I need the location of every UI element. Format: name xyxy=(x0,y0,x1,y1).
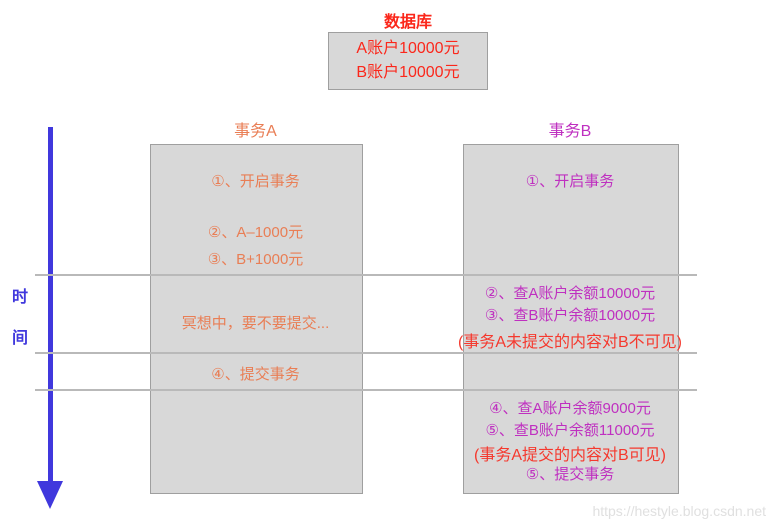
transaction-b-step-3: ③、查B账户余额10000元 xyxy=(484,307,656,324)
database-box: A账户10000元 B账户10000元 xyxy=(328,32,488,90)
transaction-a-step-1: ①、开启事务 xyxy=(211,173,300,190)
time-label-char-bottom: 间 xyxy=(11,330,28,347)
transaction-a-header: 事务A xyxy=(234,123,277,140)
transaction-b-step-4: ④、查A账户余额9000元 xyxy=(489,400,651,417)
transaction-b-note-invisible: (事务A未提交的内容对B不可见) xyxy=(457,334,682,351)
separator-line-3 xyxy=(35,389,697,391)
timeline-arrowhead-icon xyxy=(37,481,63,509)
separator-line-1 xyxy=(35,274,697,276)
transaction-a-step-4: ④、提交事务 xyxy=(211,366,300,383)
separator-line-2 xyxy=(35,352,697,354)
transaction-b-step-1: ①、开启事务 xyxy=(525,173,615,190)
transaction-a-step-3: ③、B+1000元 xyxy=(207,251,304,268)
database-title: 数据库 xyxy=(383,14,432,31)
transaction-b-step-2: ②、查A账户余额10000元 xyxy=(484,285,656,302)
transaction-a-thinking-note: 冥想中，要不要提交... xyxy=(181,315,330,332)
transaction-b-box xyxy=(463,144,679,494)
transaction-a-step-2: ②、A–1000元 xyxy=(207,224,304,241)
time-label-char-top: 时 xyxy=(11,289,28,306)
transaction-a-box xyxy=(150,144,363,494)
account-a-balance: A账户10000元 xyxy=(356,40,460,57)
watermark: https://hestyle.blog.csdn.net xyxy=(592,503,766,519)
transaction-b-header: 事务B xyxy=(548,123,592,140)
account-b-balance: B账户10000元 xyxy=(356,64,460,81)
transaction-b-step-6: ⑤、提交事务 xyxy=(525,466,615,483)
timeline-arrow-icon xyxy=(48,127,53,482)
transaction-b-step-5: ⑤、查B账户余额11000元 xyxy=(485,422,655,439)
transaction-b-note-visible: (事务A提交的内容对B可见) xyxy=(473,447,666,464)
